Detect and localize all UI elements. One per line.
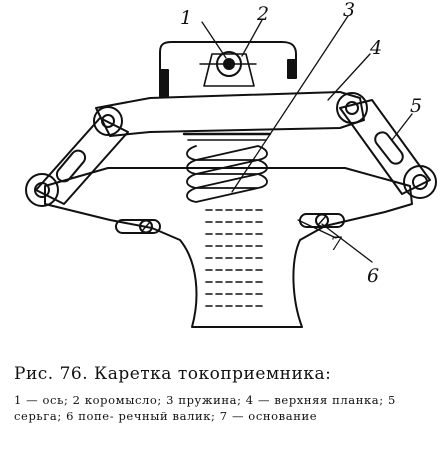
transverse-roller-left (115, 219, 161, 234)
callout-4: 4 (369, 37, 382, 59)
figure-caption-title: Рис. 76. Каретка токоприемника: (14, 364, 332, 384)
callout-2: 2 (256, 3, 269, 25)
lower-spring (205, 209, 265, 307)
callout-3: 3 (343, 0, 355, 21)
callout-7: 7 (330, 233, 343, 255)
leader-lines (201, 15, 413, 263)
base-body (44, 167, 413, 328)
shackle-left (25, 106, 129, 207)
callout-5: 5 (410, 95, 422, 117)
transverse-roller-right (299, 213, 345, 228)
callout-6: 6 (367, 265, 379, 287)
figure-caption-legend: 1 — ось; 2 коромысло; 3 пружина; 4 — вер… (14, 393, 396, 423)
callout-1: 1 (180, 7, 192, 29)
axle (216, 51, 242, 77)
upper-plank (95, 91, 365, 137)
rocker-bracket (159, 41, 297, 97)
carriage-diagram: 1 2 3 4 5 6 7 (25, 0, 437, 328)
